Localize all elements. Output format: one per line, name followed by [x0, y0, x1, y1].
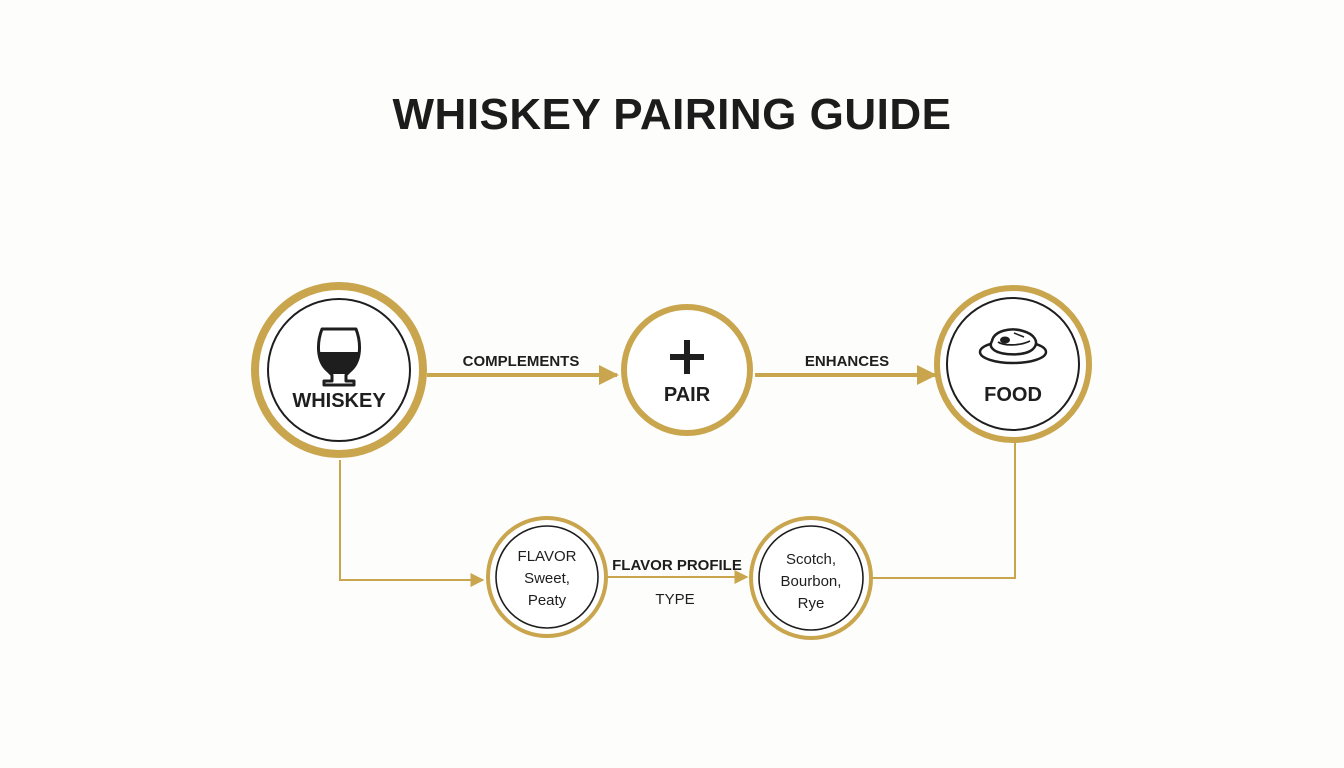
whiskey-glass-icon [317, 327, 361, 387]
node-pair-label: PAIR [664, 384, 711, 406]
edge-label-enhances: ENHANCES [805, 353, 889, 370]
page-title: WHISKEY PAIRING GUIDE [392, 90, 952, 139]
node-pair: PAIR [621, 304, 753, 436]
edge-label-flavor-profile: FLAVOR PROFILE [612, 557, 742, 574]
node-flavor: FLAVOR Sweet, Peaty [486, 516, 608, 638]
node-whiskey-label: WHISKEY [292, 390, 386, 412]
edge-label-complements: COMPLEMENTS [463, 353, 580, 370]
node-type-line-3: Rye [798, 595, 825, 612]
steak-plate-icon [978, 328, 1048, 365]
plus-icon [670, 340, 704, 374]
node-type-line-1: Scotch, [786, 551, 836, 568]
node-whiskey: WHISKEY [251, 282, 427, 458]
node-food: FOOD [934, 285, 1092, 443]
edge-whiskey-to-flavor-line [339, 460, 485, 587]
node-food-label: FOOD [984, 384, 1042, 406]
node-flavor-line-2: Sweet, [524, 570, 570, 587]
edge-type-to-food-line [873, 440, 1016, 579]
node-type-line-2: Bourbon, [781, 573, 842, 590]
node-flavor-line-1: FLAVOR [518, 548, 577, 565]
edge-label-type: TYPE [655, 591, 694, 608]
node-type: Scotch, Bourbon, Rye [749, 516, 873, 640]
node-flavor-line-3: Peaty [528, 592, 567, 609]
